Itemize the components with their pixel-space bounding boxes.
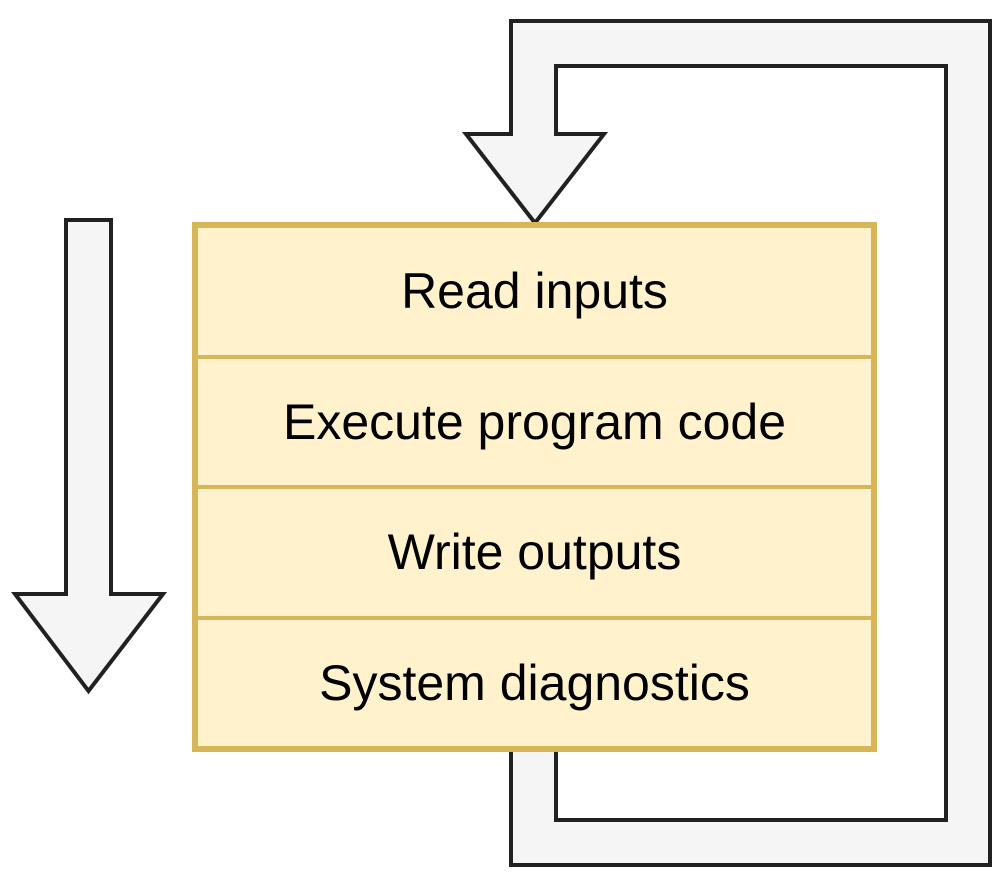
step-row-system-diagnostics: System diagnostics — [198, 615, 871, 747]
step-row-write-outputs: Write outputs — [198, 485, 871, 616]
step-row-read-inputs: Read inputs — [198, 228, 871, 355]
step-label: Execute program code — [282, 393, 787, 450]
scan-cycle-box: Read inputs Execute program code Write o… — [192, 222, 877, 752]
step-row-execute-program-code: Execute program code — [198, 354, 871, 486]
step-label: Write outputs — [387, 524, 682, 581]
step-label: System diagnostics — [319, 654, 750, 711]
step-label: Read inputs — [401, 263, 668, 320]
down-arrow-icon — [10, 218, 168, 695]
